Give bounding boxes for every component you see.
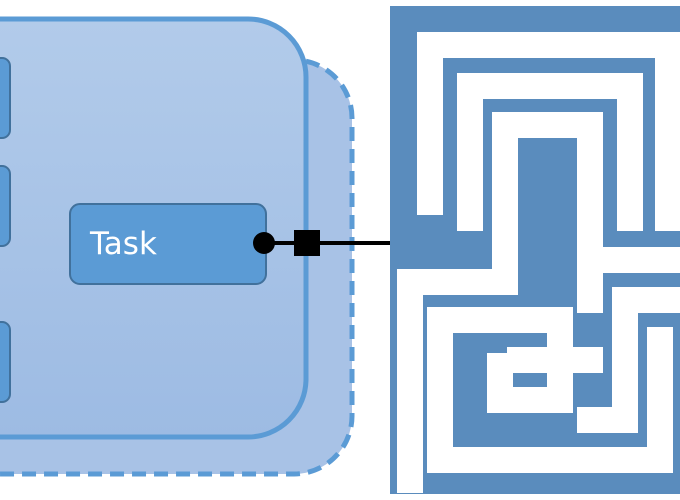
maze-icon [390,6,680,494]
connector-port-square [294,230,320,256]
task-box[interactable] [69,203,267,285]
left-box-bottom[interactable] [0,321,11,403]
left-box-middle[interactable] [0,165,11,247]
left-box-top[interactable] [0,57,11,139]
connector-start-dot [253,232,275,254]
